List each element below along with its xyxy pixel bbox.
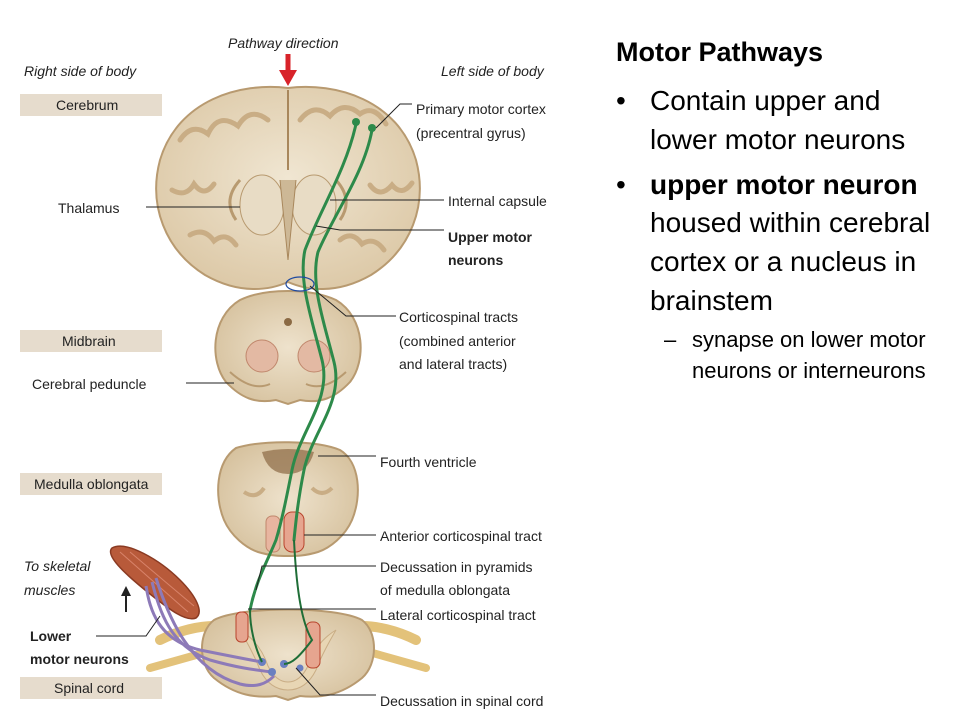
region-box-midbrain (20, 330, 162, 352)
bullet-list: • Contain upper and lower motor neurons … (612, 82, 952, 386)
internal-capsule-label: Internal capsule (448, 193, 547, 209)
midbrain-section (214, 290, 362, 406)
medulla-section (217, 441, 359, 557)
sub-bullet-item-1: – synapse on lower motor neurons or inte… (650, 324, 952, 386)
dash-icon: – (664, 327, 677, 353)
decussation-pyramids-label-2: of medulla oblongata (380, 582, 510, 598)
skeletal-muscle (109, 545, 200, 620)
decussation-spinal-label: Decussation in spinal cord (380, 693, 543, 709)
region-box-medulla (20, 473, 162, 495)
sub-bullet-list: – synapse on lower motor neurons or inte… (650, 324, 952, 386)
slide-title: Motor Pathways (616, 37, 824, 67)
thalamus-label: Thalamus (58, 200, 119, 216)
left-side-label: Left side of body (441, 63, 545, 79)
pathway-arrow-icon (279, 54, 297, 86)
upper-motor-label-1: Upper motor (448, 229, 533, 245)
anterior-cst-label: Anterior corticospinal tract (380, 528, 542, 544)
cerebrum-section (155, 85, 421, 290)
bullet-text-2-bold: upper motor neuron (650, 168, 918, 200)
lateral-cst-label: Lateral corticospinal tract (380, 607, 536, 623)
bullet-text-2-rest: housed within cerebral cortex or a nucle… (650, 207, 931, 316)
region-label-cerebrum: Cerebrum (56, 97, 118, 113)
region-box-cerebrum (20, 94, 162, 116)
bullet-icon: • (616, 168, 626, 200)
bullet-item-2: • upper motor neuron housed within cereb… (612, 166, 952, 387)
spinal-cord-section (146, 608, 430, 702)
corticospinal-label-3: and lateral tracts) (399, 356, 507, 372)
bullet-item-1: • Contain upper and lower motor neurons (612, 82, 952, 159)
lower-motor-label-1: Lower (30, 628, 72, 644)
cerebral-peduncle-label: Cerebral peduncle (32, 376, 147, 392)
right-side-label: Right side of body (24, 63, 137, 79)
bullet-text-1: Contain upper and lower motor neurons (650, 85, 906, 156)
fourth-ventricle-label: Fourth ventricle (380, 454, 477, 470)
region-label-medulla: Medulla oblongata (34, 476, 149, 492)
corticospinal-label-2: (combined anterior (399, 333, 516, 349)
upper-motor-label-2: neurons (448, 252, 503, 268)
primary-motor-label-1: Primary motor cortex (416, 101, 546, 117)
corticospinal-label-1: Corticospinal tracts (399, 309, 518, 325)
motor-pathway-diagram: Pathway direction Right side of body Lef… (20, 35, 547, 709)
pathway-direction-label: Pathway direction (228, 35, 339, 51)
decussation-pyramids-label-1: Decussation in pyramids (380, 559, 533, 575)
region-label-midbrain: Midbrain (62, 333, 116, 349)
to-skeletal-label-1: To skeletal (24, 558, 91, 574)
primary-motor-label-2: (precentral gyrus) (416, 125, 526, 141)
to-skeletal-label-2: muscles (24, 582, 75, 598)
leader-lines (96, 103, 444, 696)
lower-motor-label-2: motor neurons (30, 651, 129, 667)
region-label-spinal-cord: Spinal cord (54, 680, 124, 696)
region-box-spinal-cord (20, 677, 162, 699)
bullet-icon: • (616, 85, 626, 117)
up-arrow-icon (121, 586, 131, 612)
lower-motor-neurons (144, 577, 276, 688)
sub-bullet-text-1: synapse on lower motor neurons or intern… (692, 327, 926, 384)
corticospinal-tract-lines (248, 118, 376, 665)
slide-text-panel: Motor Pathways • Contain upper and lower… (612, 30, 952, 393)
